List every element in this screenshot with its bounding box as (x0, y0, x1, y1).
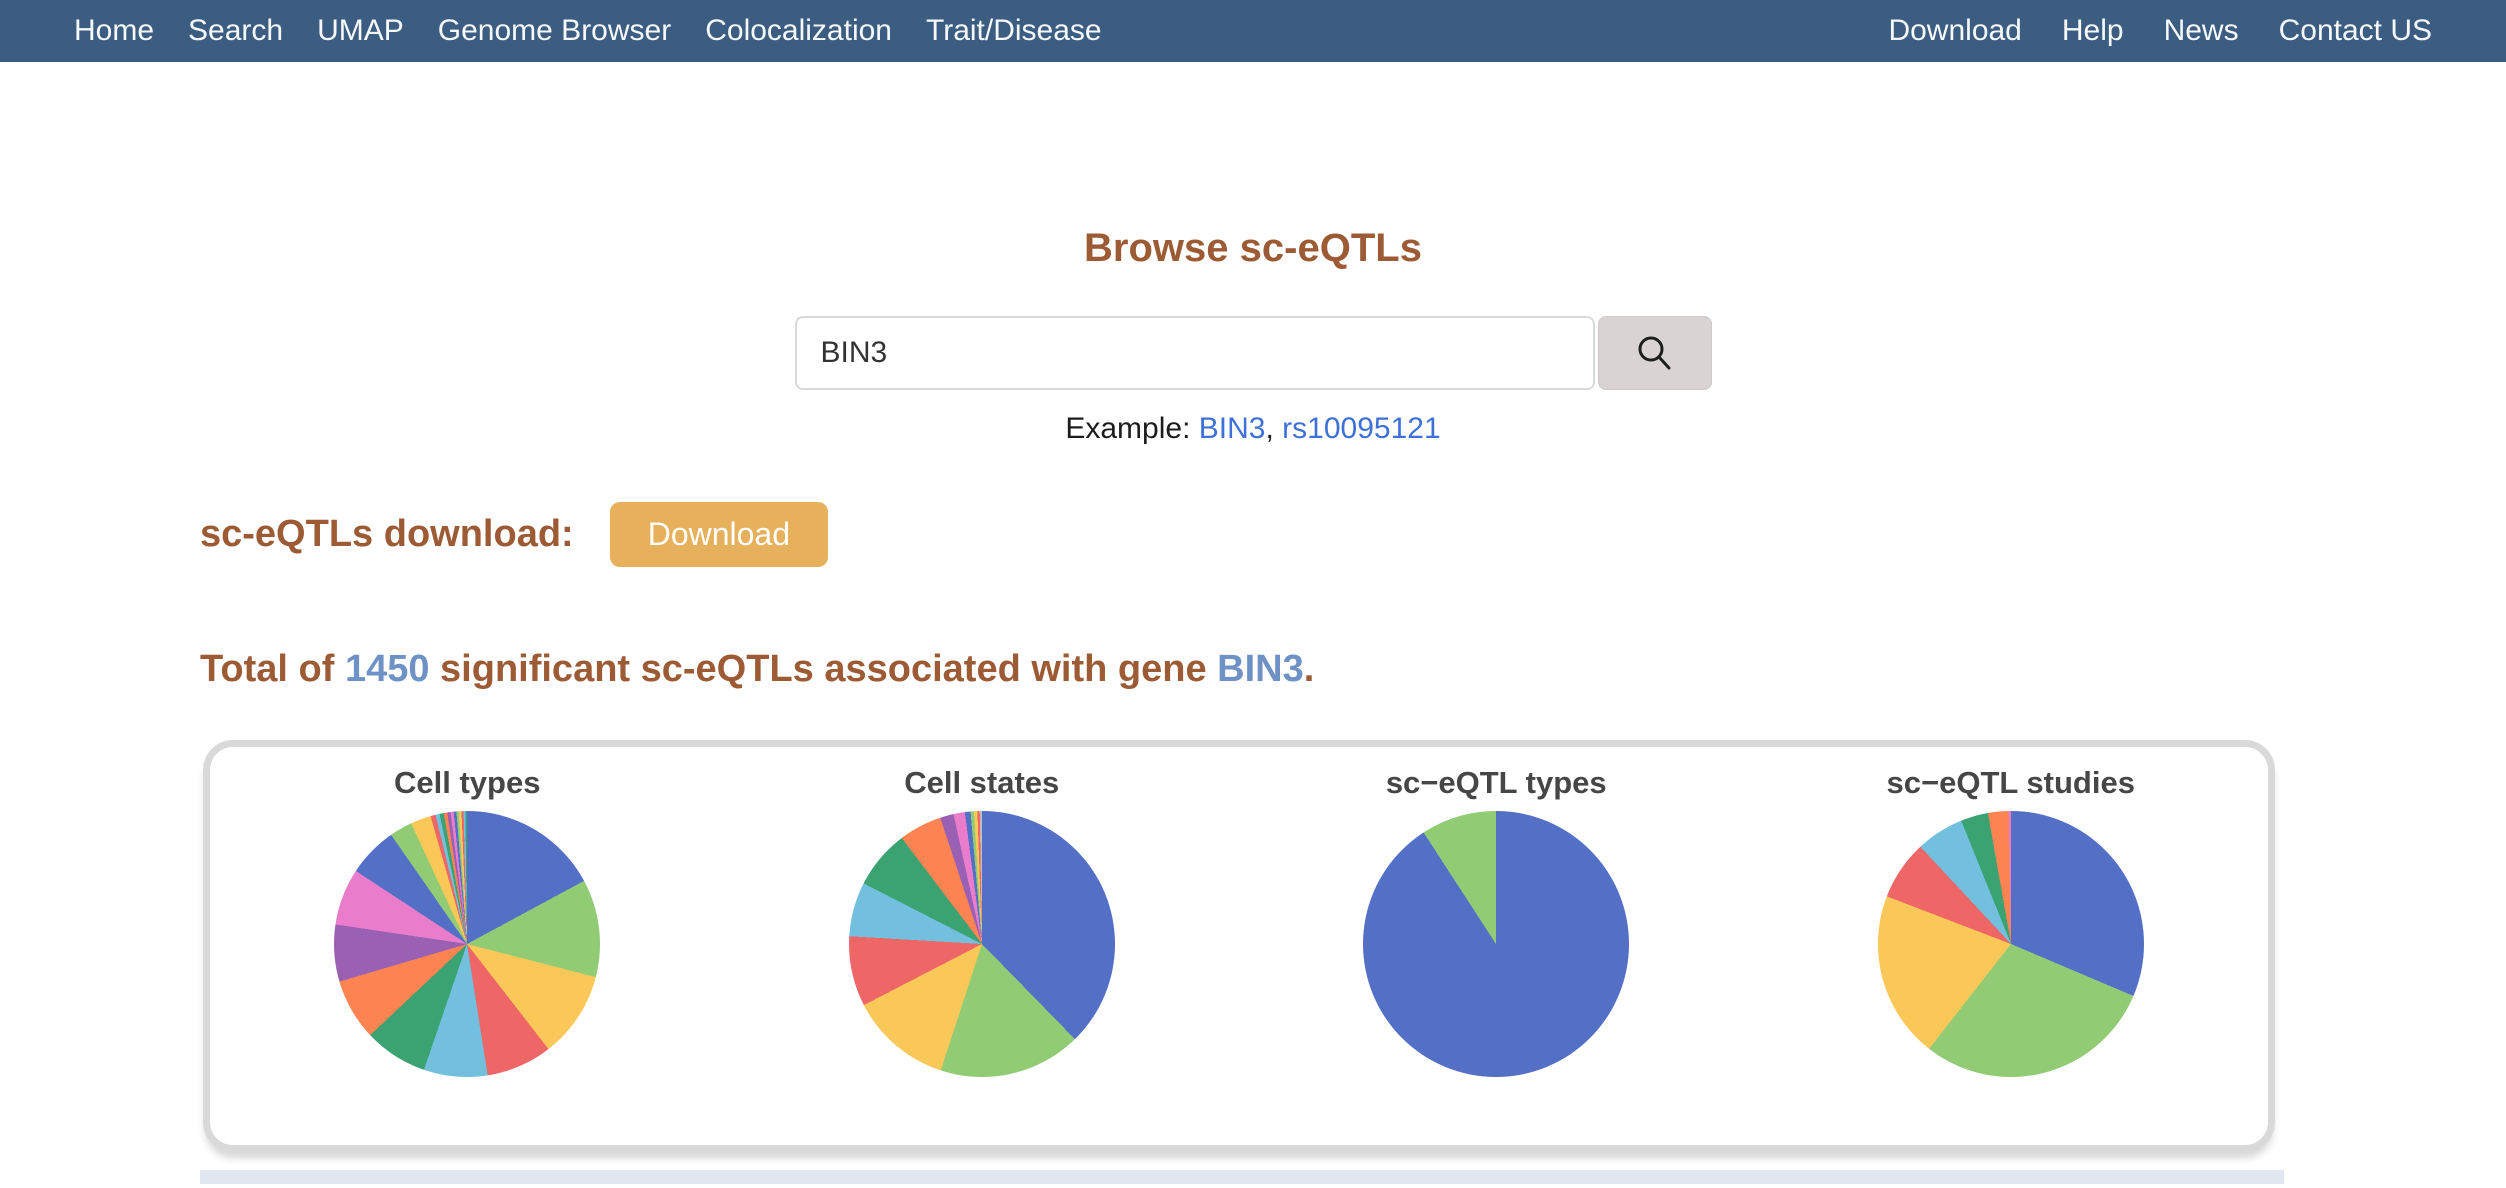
chart-title-cell-states: Cell states (904, 765, 1060, 800)
chart-panel: Cell types Cell states sc−eQTL types sc−… (203, 740, 2275, 1152)
nav-item-colocalization[interactable]: Colocalization (705, 14, 892, 47)
example-label: Example: (1065, 412, 1191, 445)
example-separator: , (1265, 412, 1274, 445)
summary-middle: significant sc-eQTLs associated with gen… (440, 648, 1207, 690)
search-icon (1638, 336, 1670, 370)
chart-title-eqtl-types: sc−eQTL types (1385, 765, 1607, 800)
download-section: sc-eQTLs download: Download (200, 502, 2506, 567)
navbar-right: Download Help News Contact US (1888, 14, 2432, 48)
chart-title-eqtl-studies: sc−eQTL studies (1886, 765, 2135, 800)
summary-heading: Total of 1450 significant sc-eQTLs assoc… (200, 647, 2506, 691)
main-content: Browse sc-eQTLs Example: BIN3, rs1009512… (0, 226, 2506, 1184)
download-button[interactable]: Download (609, 502, 829, 567)
nav-item-contact-us[interactable]: Contact US (2278, 14, 2432, 47)
pie-chart-eqtl-studies[interactable] (1877, 811, 2144, 1077)
chart-block-cell-types: Cell types (210, 765, 725, 1145)
search-button[interactable] (1597, 316, 1712, 390)
search-input[interactable] (794, 316, 1595, 390)
gene-name: BIN3 (1217, 648, 1304, 690)
chart-block-cell-states: Cell states (725, 765, 1240, 1145)
pie-chart-eqtl-types[interactable] (1363, 811, 1630, 1077)
search-bar (0, 316, 2506, 390)
page-title: Browse sc-eQTLs (1084, 226, 1422, 270)
eqtl-count: 1450 (344, 648, 430, 690)
summary-suffix: . (1303, 648, 1315, 690)
pie-chart-cell-types[interactable] (334, 811, 601, 1077)
download-label: sc-eQTLs download: (200, 513, 574, 555)
example-link-gene[interactable]: BIN3 (1198, 412, 1266, 445)
pie-chart-cell-states[interactable] (848, 811, 1115, 1077)
chart-block-eqtl-types: sc−eQTL types (1239, 765, 1754, 1145)
nav-item-search[interactable]: Search (188, 14, 284, 47)
chart-block-eqtl-studies: sc−eQTL studies (1754, 765, 2269, 1145)
navbar: Home Search UMAP Genome Browser Colocalizati… (0, 0, 2506, 62)
navbar-left: Home Search UMAP Genome Browser Colocalizati… (74, 14, 1102, 48)
example-link-snp[interactable]: rs10095121 (1282, 412, 1441, 445)
nav-item-download[interactable]: Download (1888, 14, 2022, 47)
nav-item-help[interactable]: Help (2061, 14, 2124, 47)
nav-item-genome-browser[interactable]: Genome Browser (437, 14, 672, 47)
example-line: Example: BIN3, rs10095121 (0, 412, 2506, 446)
nav-item-trait-disease[interactable]: Trait/Disease (926, 14, 1102, 47)
nav-item-home[interactable]: Home (74, 14, 155, 47)
nav-item-news[interactable]: News (2163, 14, 2239, 47)
table-header-strip (200, 1170, 2284, 1184)
chart-title-cell-types: Cell types (394, 765, 541, 800)
nav-item-umap[interactable]: UMAP (317, 14, 404, 47)
summary-prefix: Total of (200, 648, 335, 690)
